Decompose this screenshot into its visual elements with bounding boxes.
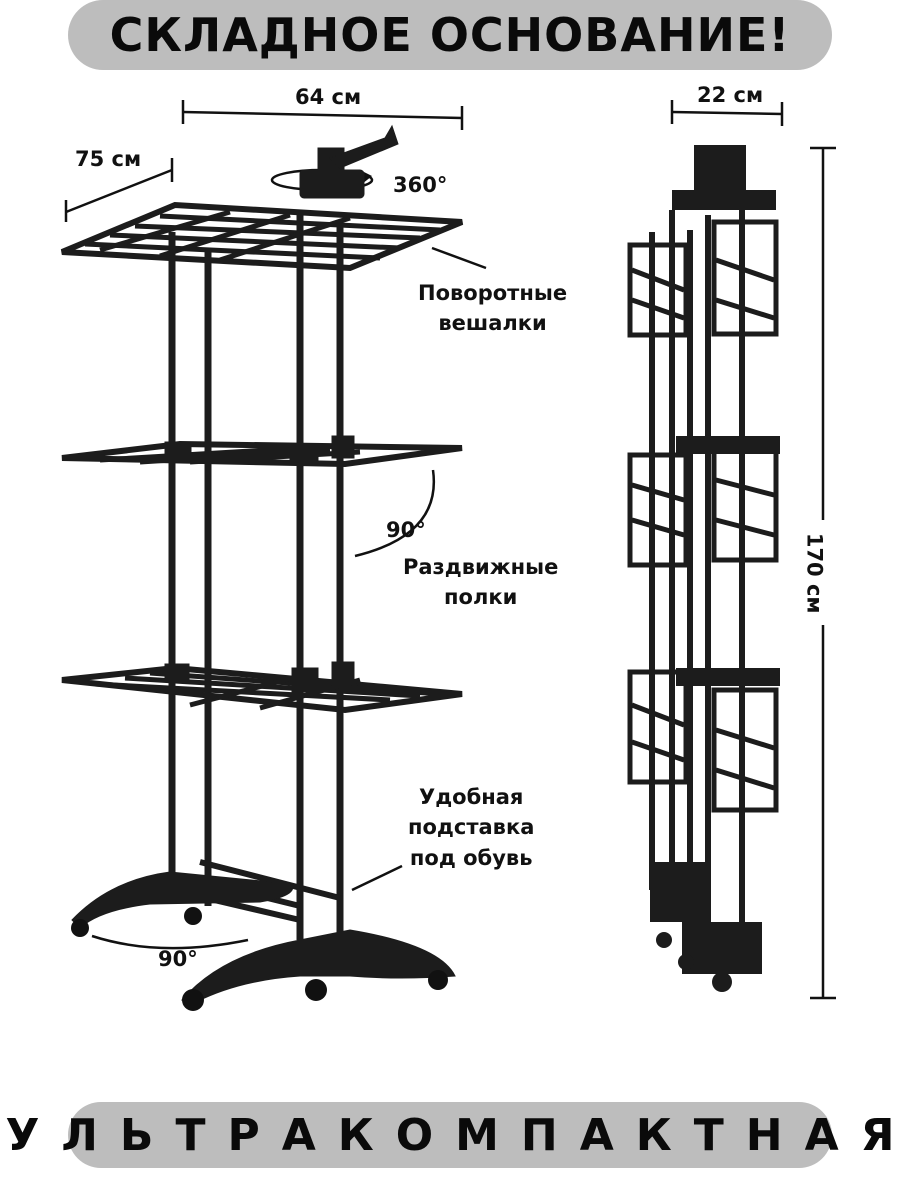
unfolded-rack: [60, 124, 464, 1011]
shelves-caption-line: Раздвижные: [403, 555, 559, 579]
hangers-caption-line: Поворотные: [418, 281, 568, 305]
width-label: 64 см: [295, 85, 362, 109]
folded-rack: [627, 145, 780, 992]
shoe-stand-caption: Удобная подставка под обувь: [408, 782, 534, 873]
footer-banner: УЛЬТРАКОМПАКТНАЯ: [5, 1102, 895, 1168]
footer-title: УЛЬТРАКОМПАКТНАЯ: [5, 1109, 900, 1161]
height-label: 170 см: [802, 532, 827, 614]
hangers-caption: Поворотные вешалки: [418, 278, 567, 339]
depth-label: 75 см: [75, 147, 142, 171]
shelves-caption-line: полки: [444, 585, 518, 610]
folded-depth-label: 22 см: [697, 83, 764, 107]
base-angle-label: 90°: [158, 947, 198, 971]
header-banner: СКЛАДНОЕ ОСНОВАНИЕ!: [68, 0, 832, 70]
shelf-angle-label: 90°: [386, 518, 426, 542]
shelves-caption: Раздвижные полки: [403, 552, 558, 613]
hangers-caption-line: вешалки: [438, 311, 547, 336]
shoe-stand-caption-line: подставка: [408, 815, 535, 840]
header-title: СКЛАДНОЕ ОСНОВАНИЕ!: [109, 8, 791, 62]
shoe-stand-caption-line: под обувь: [409, 845, 533, 870]
shoe-stand-caption-line: Удобная: [419, 785, 524, 809]
rotation-label: 360°: [393, 173, 448, 197]
